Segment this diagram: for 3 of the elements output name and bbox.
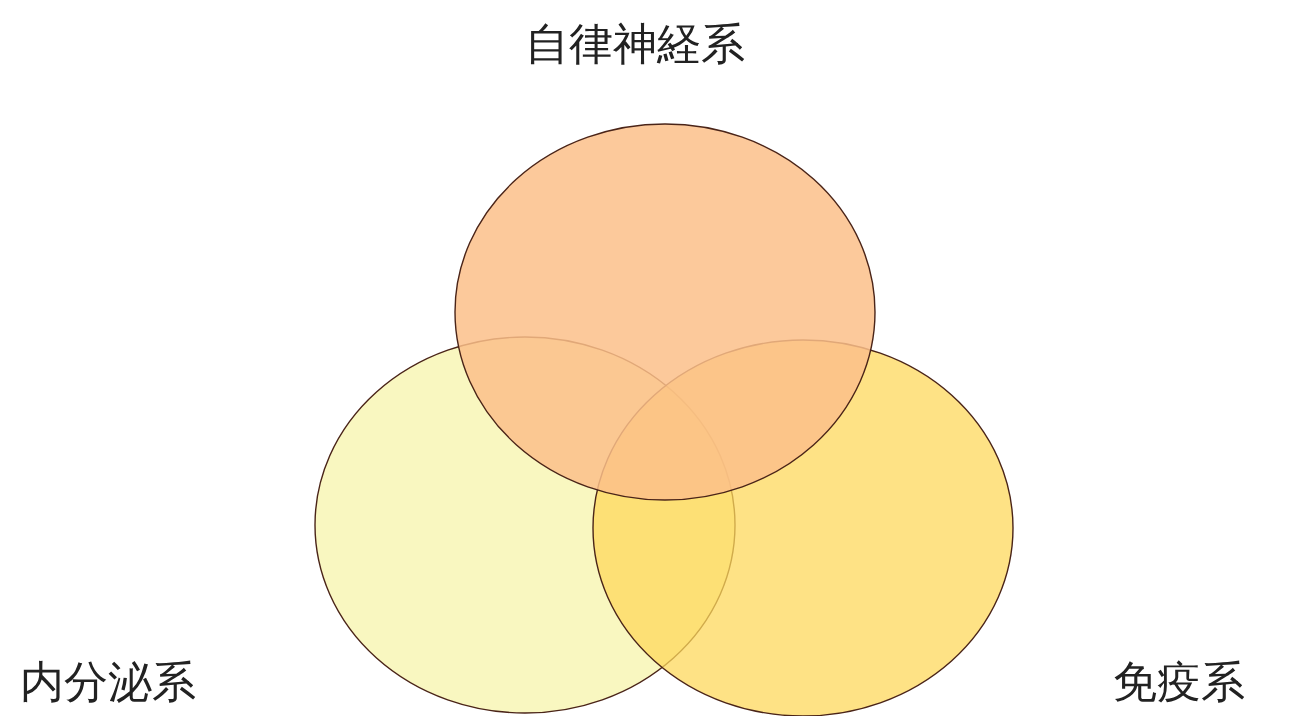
circle-label: 免疫系 <box>1113 660 1245 704</box>
circle-label: 自律神経系 <box>525 22 745 66</box>
circle-label: 内分泌系 <box>20 660 196 704</box>
